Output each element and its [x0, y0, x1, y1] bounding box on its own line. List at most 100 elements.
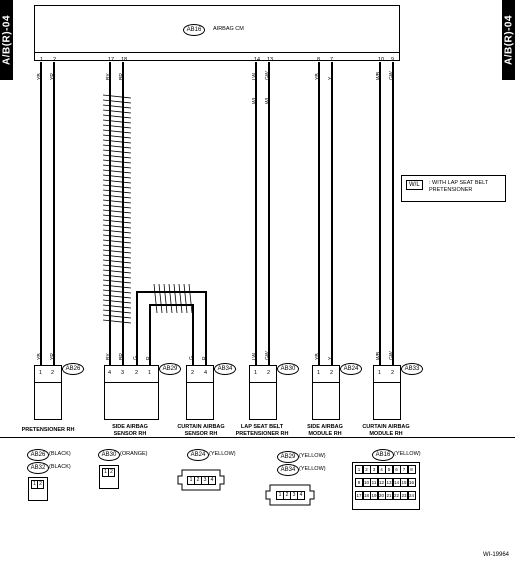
connector-pin: 1 [148, 370, 152, 376]
wire-color-label: GW [265, 71, 271, 80]
twist-mark [102, 244, 132, 249]
ecm-pin: 13 [267, 57, 274, 63]
legend-text: : WITH LAP SEAT BELT PRETENSIONER [429, 180, 488, 194]
twist-mark [102, 179, 132, 184]
twist-mark [102, 224, 132, 229]
wire-color-label: YR [50, 73, 56, 80]
wire [136, 291, 207, 365]
connector-pin: 16 [407, 478, 416, 487]
twist-mark [163, 283, 168, 314]
connector-code-tag: AB34 [277, 464, 299, 476]
connector-code-tag: AB30 [98, 449, 120, 461]
connector-pin: 2 [267, 370, 271, 376]
twist-mark [102, 149, 132, 154]
connector-pin: 8 [407, 465, 416, 474]
twist-mark [153, 283, 158, 314]
connector-pin: 2 [330, 370, 334, 376]
legend-tag: W/L [406, 180, 423, 190]
component-name-line1: CURTAIN AIRBAG [362, 424, 410, 430]
connector-pin: 1 [378, 370, 382, 376]
twist-mark [102, 314, 132, 319]
connector-pin: 2 [108, 468, 115, 477]
wiring-diagram [40, 62, 394, 365]
connector-pin: 3 [121, 370, 125, 376]
wire [149, 304, 194, 365]
connector-color: (YELLOW) [209, 451, 236, 457]
ecm-pin: 18 [121, 57, 128, 63]
component-name: SIDE AIRBAG MODULE RH [296, 424, 354, 438]
twist-mark [102, 169, 132, 174]
twist-mark [102, 174, 132, 179]
connector-pin: 4 [108, 370, 112, 376]
wire-color-label: G [189, 356, 195, 360]
twist-mark [102, 99, 132, 104]
wire-color-label: BR [119, 353, 125, 360]
component-name-line1: SIDE AIRBAG [112, 424, 148, 430]
twist-mark [102, 164, 132, 169]
component-name: PRETENSIONER RH [21, 427, 75, 433]
wire-color-label: BY [106, 73, 112, 80]
connector-color: (BLACK) [49, 464, 71, 470]
component-name-line2: MODULE RH [308, 431, 342, 437]
connector-pin-row [104, 365, 159, 383]
ecm-pin-row [34, 51, 400, 61]
connector-color: (YELLOW) [299, 453, 326, 459]
ecm-pin: 17 [108, 57, 115, 63]
twist-mark [102, 279, 132, 284]
figure-id: WI-19964 [482, 552, 509, 558]
twist-mark [102, 229, 132, 234]
wire-color-label: YR [50, 353, 56, 360]
wire-color-label: Y [328, 76, 334, 80]
connector-pin: 2 [51, 370, 55, 376]
connector-pin: 4 [297, 491, 305, 500]
connector-pin: 1 [39, 370, 43, 376]
twist-mark [102, 124, 132, 129]
connector-pin-row [186, 365, 214, 383]
connector-color: (BLACK) [49, 451, 71, 457]
component-code-tag: AB30 [277, 363, 299, 375]
twist-mark [102, 299, 132, 304]
connector-code-tag: AB24 [187, 449, 209, 461]
twist-mark [102, 104, 132, 109]
twist-mark [178, 283, 183, 314]
wire-color-label: YB [37, 73, 43, 80]
wire-color-label: WL [265, 96, 271, 105]
wire-color-label: GW [265, 351, 271, 360]
component-name: SIDE AIRBAG SENSOR RH [100, 424, 160, 438]
wire-color-label: R [146, 356, 152, 360]
wire-color-label: WB [376, 351, 382, 360]
twisted-pair-marks [102, 94, 132, 324]
legend-text-line2: PRETENSIONER [429, 187, 473, 193]
connector-code-tag: AB16 [372, 449, 394, 461]
wire-color-label: WB [376, 71, 382, 80]
connector-pin: 1 [254, 370, 258, 376]
component-code-tag: AB29 [159, 363, 181, 375]
connector-pin-row [34, 365, 62, 383]
legend-text-line1: : WITH LAP SEAT BELT [429, 180, 489, 186]
component-name-line1: LAP SEAT BELT [240, 424, 284, 430]
twist-mark [102, 94, 132, 99]
ecm-pin: 2 [53, 57, 57, 63]
twist-mark [102, 239, 132, 244]
wire-color-label: BR [119, 73, 125, 80]
component-name-line1: SIDE AIRBAG [307, 424, 343, 430]
twist-mark [102, 319, 132, 324]
connector-code-tag: AB29 [277, 451, 299, 463]
wire-color-label: GW [389, 71, 395, 80]
ecm-name: AIRBAG CM [213, 26, 244, 32]
component-name-line2: SENSOR RH [184, 431, 218, 437]
connector-code-tag: AB26 [27, 449, 49, 461]
twist-mark [102, 194, 132, 199]
twist-mark [102, 259, 132, 264]
twist-mark [102, 289, 132, 294]
component-code-tag: AB33 [401, 363, 423, 375]
connector-pin: 2 [37, 480, 44, 489]
twist-mark [102, 219, 132, 224]
component-name-line1: CURTAIN AIRBAG [177, 424, 225, 430]
ecm-pin: 7 [330, 57, 334, 63]
connector-color: (ORANGE) [120, 451, 148, 457]
component-name-line2: MODULE RH [369, 431, 403, 437]
section-divider [0, 437, 515, 438]
twist-mark [102, 114, 132, 119]
wire-color-label: WL [252, 96, 258, 105]
